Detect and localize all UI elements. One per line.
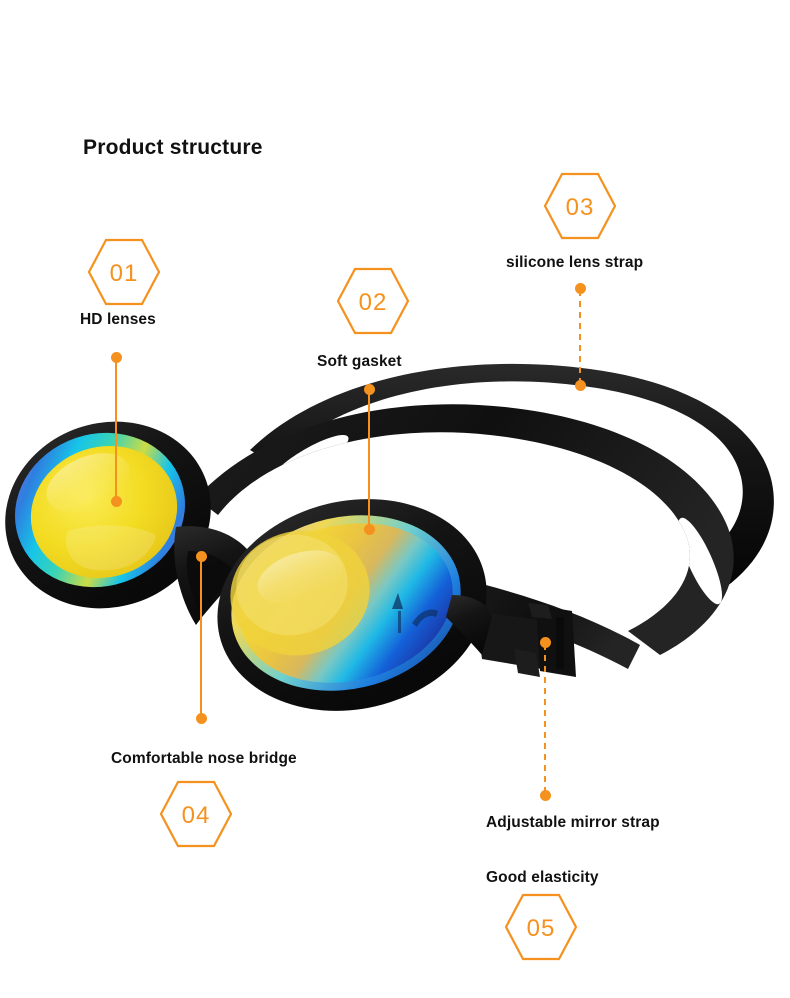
hex-number-01: 01: [110, 260, 139, 287]
leader-line-04: [200, 557, 202, 717]
hex-number-04: 04: [182, 802, 211, 829]
callout-label-03: silicone lens strap: [506, 254, 644, 271]
leader-line-02: [368, 390, 370, 528]
page-title: Product structure: [83, 136, 263, 159]
hex-badge-01: 01: [88, 236, 160, 308]
callout-label-02: Soft gasket: [317, 353, 402, 370]
leader-line-01: [115, 358, 117, 500]
left-eyecup: [5, 421, 211, 609]
hex-number-05: 05: [527, 915, 556, 942]
hex-number-02: 02: [359, 289, 388, 316]
hex-number-03: 03: [566, 194, 595, 221]
strap-buckle-adjuster: [476, 603, 576, 677]
callout-label-05: Good elasticity: [486, 869, 599, 886]
leader-dot-02-start: [364, 384, 375, 395]
leader-dot-03-end: [575, 380, 586, 391]
leader-dot-01-end: [111, 496, 122, 507]
callout-label-adjustable-mirror-strap: Adjustable mirror strap: [486, 814, 660, 831]
hex-badge-05: 05: [505, 891, 577, 963]
nose-bridge: [174, 526, 252, 625]
leader-line-05: [544, 644, 546, 794]
leader-dot-01-start: [111, 352, 122, 363]
leader-dot-03-start: [575, 283, 586, 294]
product-image-goggles: [0, 355, 790, 745]
leader-dot-04-start: [196, 551, 207, 562]
leader-dot-05-start: [540, 637, 551, 648]
callout-label-04: Comfortable nose bridge: [111, 750, 297, 767]
hex-badge-03: 03: [544, 170, 616, 242]
right-eyecup: [217, 499, 487, 711]
hex-badge-02: 02: [337, 265, 409, 337]
leader-dot-04-end: [196, 713, 207, 724]
right-temple-connector: [446, 595, 492, 655]
callout-label-01: HD lenses: [80, 311, 156, 328]
leader-line-03: [579, 290, 581, 385]
leader-dot-05-end: [540, 790, 551, 801]
hex-badge-04: 04: [160, 778, 232, 850]
leader-dot-02-end: [364, 524, 375, 535]
